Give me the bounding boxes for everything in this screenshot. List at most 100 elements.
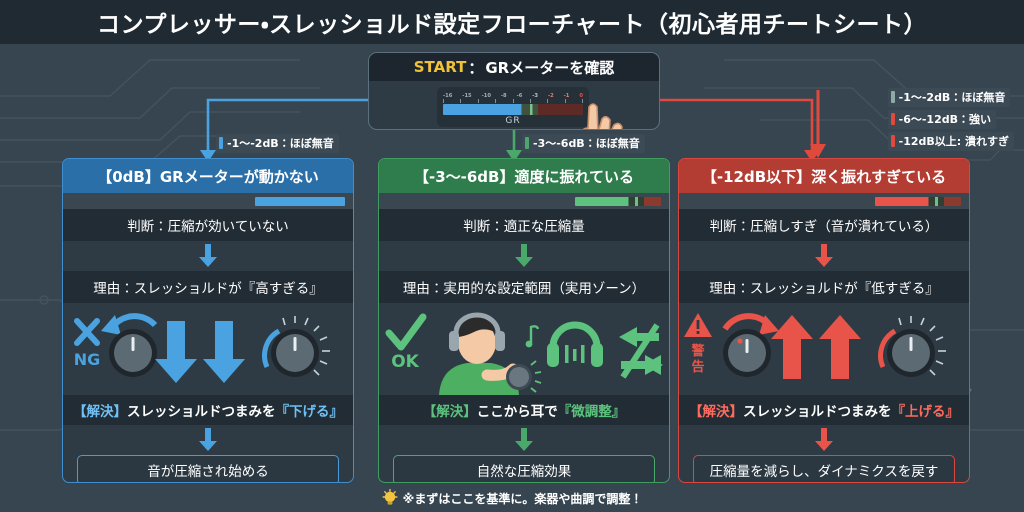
lightbulb-icon [382,489,398,505]
branch-label-mid: -3〜-6dB：ほぼ無音 [522,134,645,153]
card-illustration: 警 告 [679,303,969,395]
card-arrow-1 [379,241,669,271]
badge-label-ok: OK [391,352,419,372]
gr-tick-label: -3 [532,93,539,99]
knob-turn-left-icon [101,313,158,377]
gr-tick-label: -1 [563,93,570,99]
gr-meter: -16 -15 -10 -8 -6 -3 -2 -1 0 GR [437,87,589,127]
pointing-hand-icon [582,103,623,129]
footer-note-text: ※まずはここを基準に。楽器や曲調で調整！ [402,491,643,506]
gr-tick-label: -8 [500,93,507,99]
mini-meter-fill [575,196,661,206]
gr-tick-label: -6 [516,93,523,99]
cross-icon [74,318,100,346]
solution-highlight: 『下げる』 [275,404,344,420]
page-title: コンプレッサー・スレッショルド設定フローチャート（初心者用チートシート） [97,12,927,38]
down-arrow-icon [515,428,533,451]
card-result: 音が圧縮され始める [77,455,339,482]
branch-label-left: -1〜-2dB：ほぼ無音 [216,134,339,153]
branch-label-mid-text: -3〜-6dB：ほぼ無音 [533,137,640,150]
gr-tick-label: -15 [462,93,472,99]
card-mini-meter [379,193,669,209]
down-arrow-icon [515,244,533,267]
card-solution: 【解決】 スレッショルドつまみを 『上げる』 [679,395,969,425]
branch-label-left-text: -1〜-2dB：ほぼ無音 [227,137,334,150]
solution-highlight: 『上げる』 [891,404,960,420]
card-header: 【0dB】GRメーターが動かない [63,159,353,193]
gr-tick-label: -16 [443,93,453,99]
card-arrow-2 [63,425,353,455]
card-arrow-1 [679,241,969,271]
gr-tick-label: 0 [579,93,583,99]
gr-meter-ticks [443,99,583,103]
legend-item-label: -1〜-2dB：ほぼ無音 [898,91,1006,104]
gr-meter-bar [443,104,583,115]
card-mini-meter [63,193,353,209]
down-arrow-icon [199,428,217,451]
card-reason: 理由：スレッショルドが『低すぎる』 [679,271,969,303]
card-header: 【-3〜-6dB】適度に振れている [379,159,669,193]
card-arrow-2 [679,425,969,455]
mini-meter-fill [875,196,961,206]
gr-meter-name: GR [505,116,521,126]
solution-prefix: 【解決】 [422,404,477,420]
knob-dial-icon [878,316,946,377]
legend-item: -12dB以上: 潰れすぎ [887,132,1014,151]
knob-turn-right-icon [722,313,779,377]
fine-tune-arrows-icon [619,323,663,379]
footer-note: ※まずはここを基準に。楽器や曲調で調整！ [0,486,1024,510]
legend-item-label: -6〜-12dB：強い [898,113,991,126]
down-arrow-icon [815,428,833,451]
down-arrow-icon [199,244,217,267]
solution-prefix: 【解決】 [689,404,743,420]
warning-triangle-icon [684,313,712,337]
card-judgement: 判断：圧縮しすぎ（音が潰れている） [679,209,969,241]
legend-item: -6〜-12dB：強い [887,110,996,129]
solution-body: スレッショルドつまみを [127,404,276,420]
double-down-arrow-icon [155,321,245,383]
badge-label-warning-1: 警 [690,343,705,359]
legend-item-label: -12dB以上: 潰れすぎ [898,135,1009,148]
down-arrow-icon [815,244,833,267]
card-arrow-1 [63,241,353,271]
card-reason: 理由：実用的な設定範囲（実用ゾーン） [379,271,669,303]
start-label: GRメーターを確認 [485,58,615,77]
card-over-compressed[interactable]: 【-12dB以下】深く振れすぎている 判断：圧縮しすぎ（音が潰れている） 理由：… [678,158,970,483]
solution-prefix: 【解決】 [73,404,127,420]
solution-highlight: 『微調整』 [557,404,626,420]
card-zero-db[interactable]: 【0dB】GRメーターが動かない 判断：圧縮が効いていない 理由：スレッショルド… [62,158,354,483]
solution-body: スレッショルドつまみを [743,404,892,420]
badge-label-ng: NG [74,350,101,369]
card-header: 【-12dB以下】深く振れすぎている [679,159,969,193]
card-illustration: OK [379,303,669,395]
start-keyword: START [413,58,467,76]
card-mini-meter [679,193,969,209]
headphones-icon [547,321,603,367]
legend-item: -1〜-2dB：ほぼ無音 [887,88,1011,107]
knob-dial-icon [262,316,330,377]
card-solution: 【解決】 ここから耳で 『微調整』 [379,395,669,425]
gr-meter-scale: -16 -15 -10 -8 -6 -3 -2 -1 0 [443,90,583,99]
card-illustration: NG [63,303,353,395]
card-solution: 【解決】 スレッショルドつまみを 『下げる』 [63,395,353,425]
card-reason: 理由：スレッショルドが『高すぎる』 [63,271,353,303]
double-up-arrow-icon [771,315,861,379]
music-note-head [525,340,533,348]
title-bar: コンプレッサー・スレッショルド設定フローチャート（初心者用チートシート） [0,0,1024,44]
check-icon [385,313,427,351]
card-judgement: 判断：圧縮が効いていない [63,209,353,241]
card-optimal[interactable]: 【-3〜-6dB】適度に振れている 判断：適正な圧縮量 理由：実用的な設定範囲（… [378,158,670,483]
legend: -1〜-2dB：ほぼ無音 -6〜-12dB：強い -12dB以上: 潰れすぎ [887,88,1014,151]
card-judgement: 判断：適正な圧縮量 [379,209,669,241]
card-arrow-2 [379,425,669,455]
gr-tick-label: -10 [481,93,491,99]
card-result: 自然な圧縮効果 [393,455,655,482]
card-result: 圧縮量を減らし、ダイナミクスを戻す [693,455,955,482]
mini-meter-fill [255,196,345,206]
knob-small-icon [506,360,542,393]
start-node-header: START ： GRメーターを確認 [369,53,659,81]
solution-body: ここから耳で [476,404,558,420]
person-with-headphones-icon [439,312,519,395]
badge-label-warning-2: 告 [691,359,704,375]
